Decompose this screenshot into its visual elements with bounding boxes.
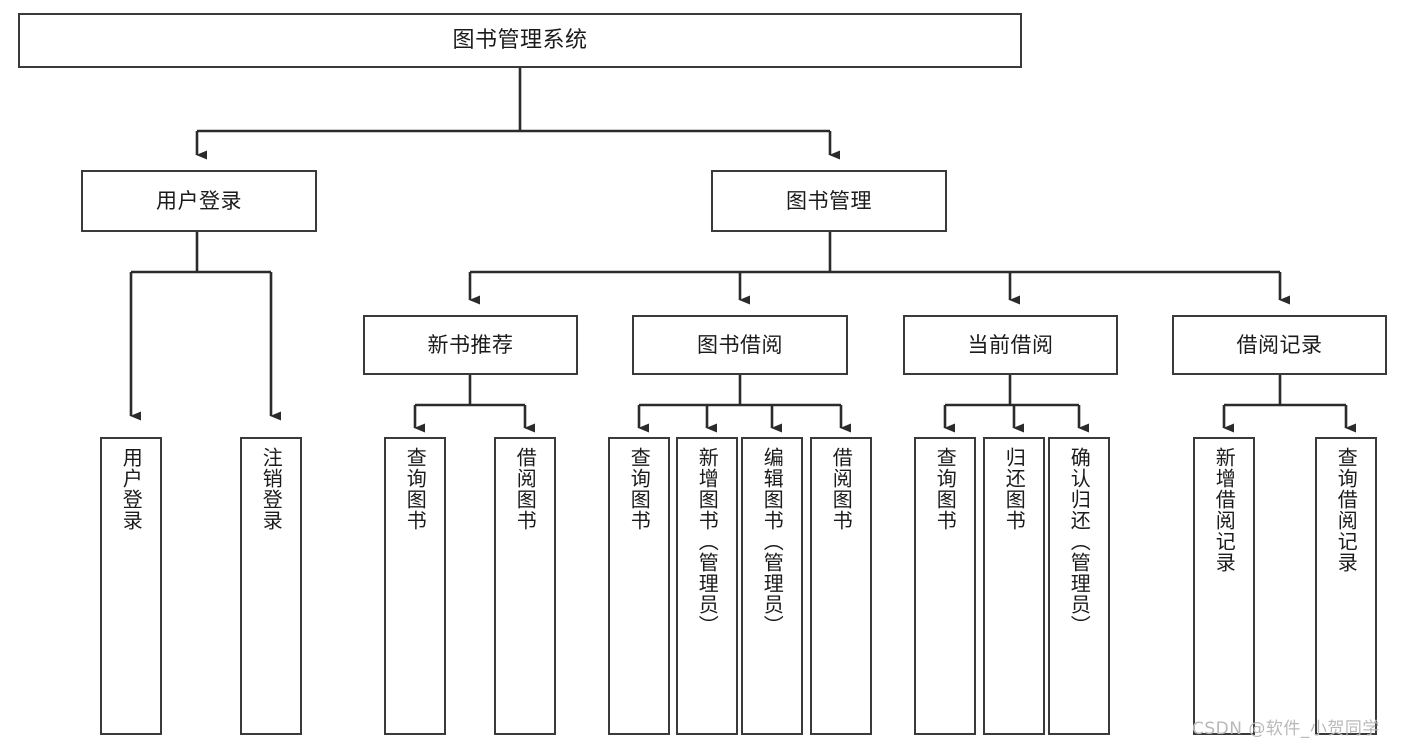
leaf-borrow-book[interactable]: 借阅图书	[810, 437, 872, 735]
node-label: 借阅图书	[513, 447, 538, 531]
leaf-add-borrow-record[interactable]: 新增借阅记录	[1193, 437, 1255, 735]
node-label: 图书管理系统	[452, 27, 588, 53]
node-label: 编辑图书（管理员）	[760, 447, 785, 636]
node-label: 借阅记录	[1236, 332, 1323, 357]
leaf-logout-login[interactable]: 注销登录	[240, 437, 302, 735]
node-current-borrow[interactable]: 当前借阅	[903, 315, 1118, 375]
node-label: 新增图书（管理员）	[695, 447, 720, 636]
node-book-borrow[interactable]: 图书借阅	[632, 315, 848, 375]
leaf-query-book-borrow[interactable]: 查询图书	[608, 437, 670, 735]
node-label: 归还图书	[1002, 447, 1027, 531]
node-label: 新增借阅记录	[1212, 447, 1237, 573]
node-borrow-record[interactable]: 借阅记录	[1172, 315, 1387, 375]
leaf-confirm-return-admin[interactable]: 确认归还（管理员）	[1048, 437, 1110, 735]
node-label: 图书借阅	[697, 332, 783, 357]
leaf-edit-book-admin[interactable]: 编辑图书（管理员）	[741, 437, 803, 735]
node-root-book-management-system[interactable]: 图书管理系统	[18, 13, 1022, 68]
node-label: 当前借阅	[967, 332, 1054, 357]
node-label: 查询图书	[933, 447, 958, 531]
node-new-book-recommend[interactable]: 新书推荐	[363, 315, 578, 375]
leaf-add-book-admin[interactable]: 新增图书（管理员）	[676, 437, 738, 735]
leaf-return-book[interactable]: 归还图书	[983, 437, 1045, 735]
node-label: 查询图书	[403, 447, 428, 531]
csdn-watermark: CSDN @软件_小贺同学	[1192, 719, 1380, 739]
node-label: 图书管理	[786, 188, 872, 213]
node-label: 注销登录	[259, 447, 284, 531]
node-label: 新书推荐	[427, 332, 514, 357]
leaf-query-book-current[interactable]: 查询图书	[914, 437, 976, 735]
node-user-login[interactable]: 用户登录	[81, 170, 317, 232]
leaf-query-book-recommend[interactable]: 查询图书	[384, 437, 446, 735]
node-label: 借阅图书	[829, 447, 854, 531]
leaf-borrow-book-recommend[interactable]: 借阅图书	[494, 437, 556, 735]
node-label: 确认归还（管理员）	[1067, 447, 1092, 636]
node-label: 用户登录	[156, 188, 242, 213]
node-label: 查询借阅记录	[1334, 447, 1359, 573]
node-book-management[interactable]: 图书管理	[711, 170, 947, 232]
leaf-query-borrow-record[interactable]: 查询借阅记录	[1315, 437, 1377, 735]
node-label: 查询图书	[627, 447, 652, 531]
node-label: 用户登录	[119, 447, 144, 531]
leaf-user-login[interactable]: 用户登录	[100, 437, 162, 735]
